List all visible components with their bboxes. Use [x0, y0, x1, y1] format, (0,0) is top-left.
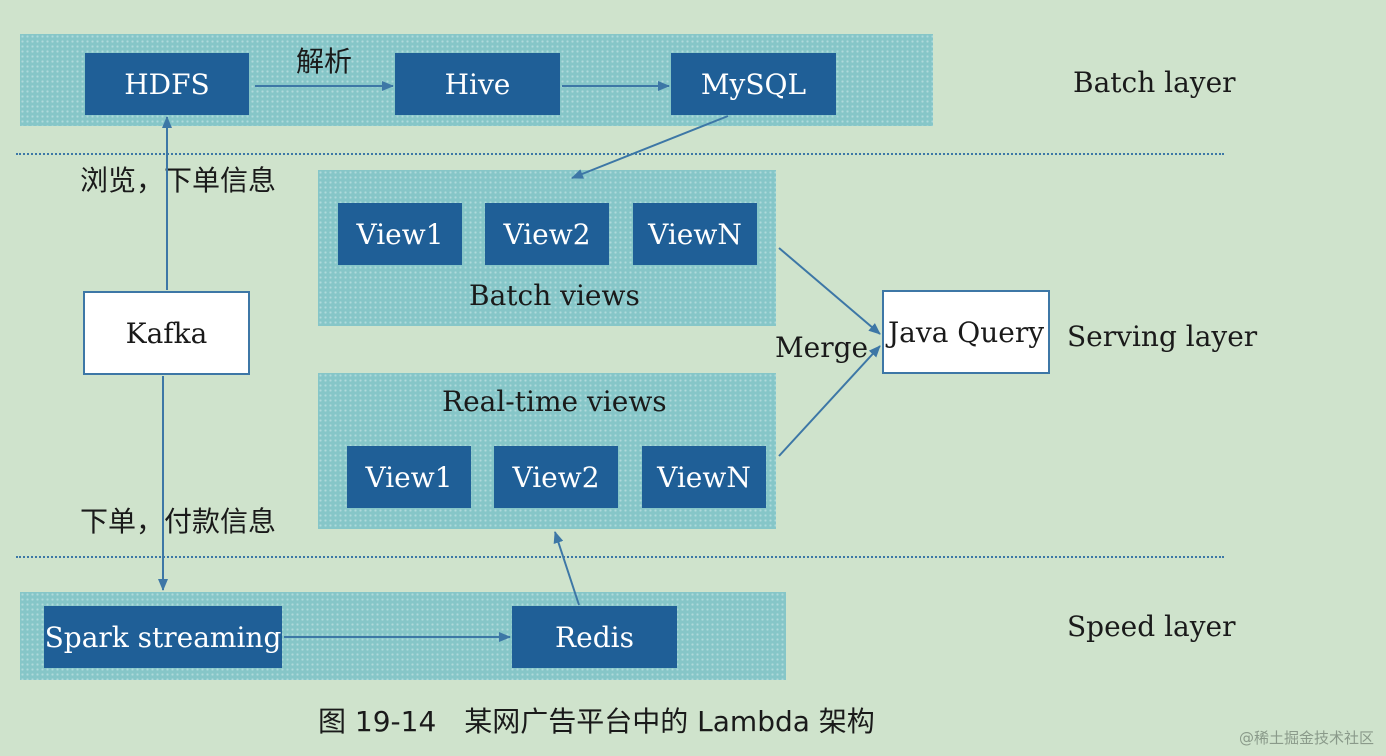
merge-label: Merge [775, 331, 869, 364]
serving-layer-label: Serving layer [1067, 320, 1258, 353]
mysql-node: MySQL [671, 53, 836, 115]
figure-caption: 图 19-14 某网广告平台中的 Lambda 架构 [318, 705, 875, 738]
realtime-view-n: ViewN [642, 446, 766, 508]
hive-node: Hive [395, 53, 560, 115]
arrow-redis-realtimeviews [553, 531, 580, 606]
realtime-view-1: View1 [347, 446, 471, 508]
hdfs-node: HDFS [85, 53, 249, 115]
spark-streaming-node: Spark streaming [44, 606, 282, 668]
arrow-mysql-batchviews [571, 115, 729, 179]
separator-serving-speed [16, 556, 1224, 558]
speed-layer-label: Speed layer [1067, 610, 1236, 643]
batch-view-2: View2 [485, 203, 609, 265]
arrow-batchviews-javaquery [778, 247, 881, 335]
kafka-node: Kafka [83, 291, 250, 375]
redis-node: Redis [512, 606, 677, 668]
realtime-view-2: View2 [494, 446, 618, 508]
batch-views-title: Batch views [469, 279, 640, 312]
batch-layer-label: Batch layer [1073, 66, 1236, 99]
browse-order-label: 浏览，下单信息 [80, 164, 277, 197]
batch-view-1: View1 [338, 203, 462, 265]
separator-batch-serving [16, 153, 1224, 155]
watermark: @稀土掘金技术社区 [1238, 729, 1374, 747]
order-payment-label: 下单，付款信息 [80, 505, 277, 538]
arrow-realtimeviews-javaquery [778, 345, 881, 457]
java-query-node: Java Query [882, 290, 1050, 374]
parse-label: 解析 [296, 45, 353, 78]
batch-view-n: ViewN [633, 203, 757, 265]
realtime-views-title: Real-time views [442, 385, 667, 418]
